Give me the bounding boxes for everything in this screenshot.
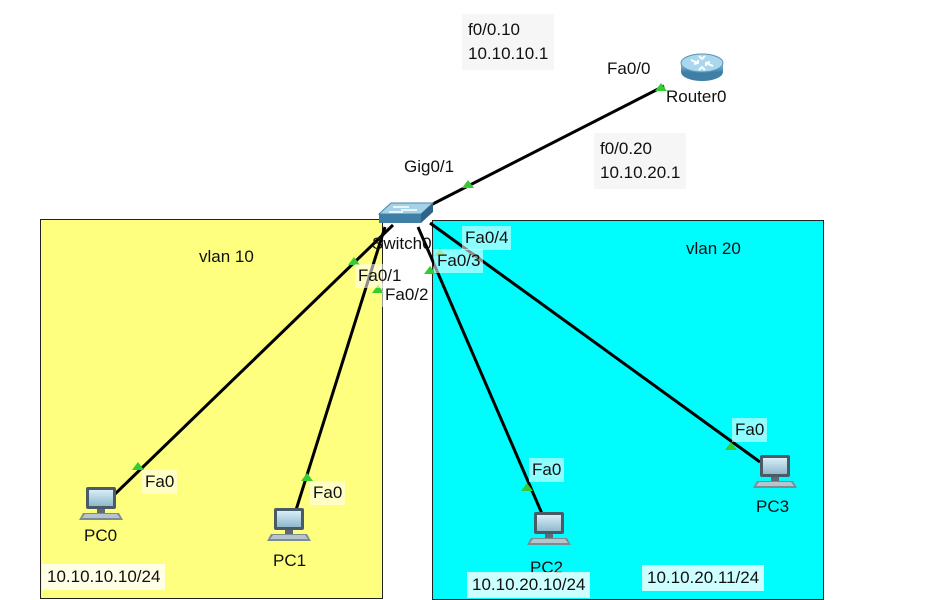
- switch-uplink-label: Gig0/1: [404, 157, 455, 176]
- pc3-name-label: PC3: [756, 497, 790, 516]
- router-subif-20-label: f0/0.20 10.10.20.1: [594, 133, 687, 189]
- pc0-ip-label: 10.10.10.10/24: [42, 564, 166, 590]
- pc2-ip-label: 10.10.20.10/24: [467, 572, 591, 598]
- router-name-label: Router0: [666, 87, 727, 106]
- indicator-switch-fa02: [372, 285, 384, 293]
- subif-10-name: f0/0.10: [468, 20, 520, 39]
- indicator-switch-fa01: [348, 257, 360, 265]
- subif-10-ip: 10.10.10.1: [468, 44, 549, 63]
- indicator-switch-fa03: [424, 266, 436, 274]
- pc0-name-label: PC0: [84, 526, 118, 545]
- indicator-pc2-fa0: [521, 483, 533, 491]
- subif-20-name: f0/0.20: [600, 139, 652, 158]
- switch-port-fa03-label: Fa0/3: [434, 249, 484, 273]
- link-router-switch[interactable]: [420, 84, 665, 212]
- indicator-pc1-fa0: [301, 473, 313, 481]
- switch-port-fa02-label: Fa0/2: [382, 283, 432, 307]
- pc3-ip-label: 10.10.20.11/24: [642, 565, 765, 591]
- router-icon[interactable]: [680, 53, 724, 81]
- subif-20-ip: 10.10.20.1: [600, 163, 681, 182]
- links: [113, 84, 761, 517]
- router-subif-10-label: f0/0.10 10.10.10.1: [462, 14, 555, 70]
- link-indicators: [132, 83, 737, 491]
- pc1-port-label: Fa0: [310, 481, 346, 505]
- indicator-router-fa00: [655, 83, 667, 91]
- indicator-pc3-fa0: [725, 442, 737, 450]
- switch-icon[interactable]: [377, 202, 435, 223]
- vlan10-label: vlan 10: [199, 247, 254, 266]
- vlan20-label: vlan 20: [686, 239, 741, 258]
- pc1-icon[interactable]: [267, 508, 311, 541]
- pc1-name-label: PC1: [273, 551, 307, 570]
- pc2-icon[interactable]: [527, 512, 571, 545]
- switch-port-fa04-label: Fa0/4: [462, 226, 512, 250]
- pc3-port-label: Fa0: [732, 418, 768, 442]
- link-switch-pc2[interactable]: [416, 226, 545, 517]
- indicator-switch-gig01: [462, 180, 474, 188]
- link-switch-pc0[interactable]: [113, 223, 395, 496]
- pc0-port-label: Fa0: [142, 470, 178, 494]
- vlan10-zone: [40, 219, 383, 599]
- router-port-label: Fa0/0: [607, 59, 651, 78]
- link-switch-pc3[interactable]: [429, 221, 761, 464]
- indicator-pc0-fa0: [132, 462, 144, 470]
- switch-name-label: Switch0: [372, 234, 432, 253]
- pc2-port-label: Fa0: [529, 458, 565, 482]
